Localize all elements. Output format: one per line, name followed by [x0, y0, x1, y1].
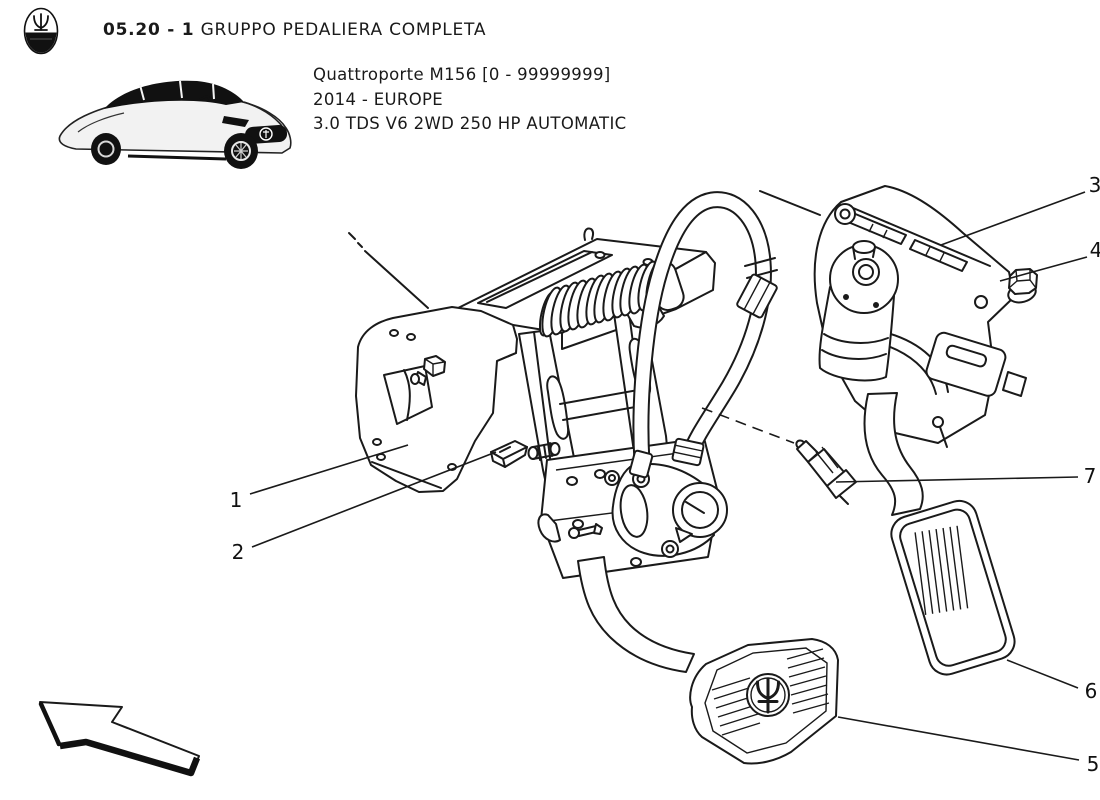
callout-number-5: 5	[1086, 752, 1100, 776]
vehicle-model: Quattroporte M156 [0 - 99999999]	[313, 65, 611, 84]
pivot-bushing	[490, 440, 561, 468]
brake-pedal	[577, 556, 839, 765]
vehicle-info: Quattroporte M156 [0 - 99999999] 2014 - …	[313, 63, 627, 137]
leader-line-5	[837, 716, 1080, 761]
leader-line-6	[1006, 659, 1079, 689]
support-bracket	[355, 306, 518, 493]
callout-leader-lines	[249, 191, 1088, 761]
leader-line-1	[249, 444, 409, 495]
page-title: 05.20 - 1 GRUPPO PEDALIERA COMPLETA	[103, 20, 486, 40]
section-title: GRUPPO PEDALIERA COMPLETA	[200, 20, 487, 40]
callout-number-4: 4	[1089, 238, 1100, 262]
flange-nut	[1007, 268, 1038, 304]
accelerator-module	[813, 185, 1027, 448]
accelerator-pedal	[863, 392, 1016, 676]
leader-line-4	[999, 256, 1088, 282]
direction-arrow-icon	[38, 701, 201, 777]
master-cylinder	[611, 463, 728, 558]
stop-lamp-switch	[701, 407, 857, 505]
callout-number-6: 6	[1084, 679, 1098, 703]
callout-number-7: 7	[1083, 464, 1097, 488]
vehicle-market: 2014 - EUROPE	[313, 89, 444, 109]
callout-number-1: 1	[229, 488, 243, 512]
section-code: 05.20 - 1	[103, 20, 195, 40]
callout-number-3: 3	[1088, 173, 1100, 197]
vehicle-engine: 3.0 TDS V6 2WD 250 HP AUTOMATIC	[313, 114, 627, 133]
leader-line-2	[251, 451, 497, 548]
leader-line-7	[835, 476, 1079, 483]
callout-number-2: 2	[231, 540, 245, 564]
leader-line-3	[940, 191, 1086, 246]
vehicle-thumbnail	[58, 80, 292, 169]
hydraulic-hose	[628, 191, 778, 479]
maserati-trident-icon	[23, 7, 59, 55]
reference-line	[348, 190, 821, 309]
